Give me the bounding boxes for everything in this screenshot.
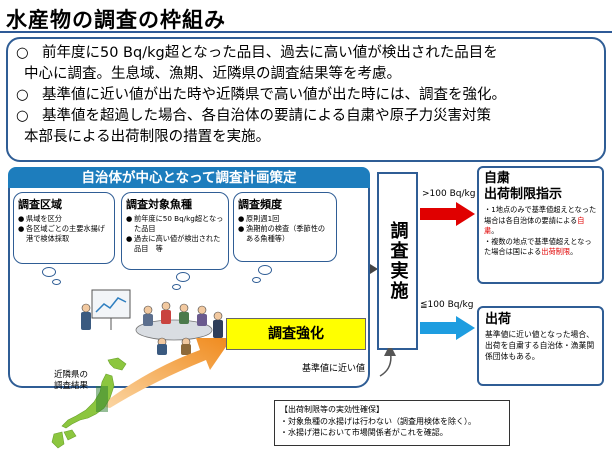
- summary-bullet-2-text: 基準値に近い値が出た時や近隣県で高い値が出た時には、調査を強化。: [42, 87, 506, 103]
- page-title: 水産物の調査の枠組み: [6, 8, 226, 32]
- target-species-title: 調査対象魚種: [126, 198, 192, 211]
- survey-area-title: 調査区域: [18, 198, 62, 211]
- over-limit-label: >100 Bq/kg: [422, 189, 476, 199]
- survey-frequency-title: 調査頻度: [238, 198, 282, 211]
- shipment-text: 基準値に近い値となった場合、出荷を自粛する自治体・漁業関係団体もある。: [485, 330, 595, 361]
- thought-bubble: [258, 265, 272, 275]
- summary-bullet-3: ○ 基準値を超過した場合、各自治体の要請による自粛や原子力災害対策: [16, 106, 598, 127]
- list-item: ●原則週1回: [238, 214, 280, 223]
- plan-banner: 自治体が中心となって調査計画策定: [8, 167, 370, 189]
- list-item: ●県域を区分: [18, 214, 62, 223]
- summary-bullet-3-text: 基準値を超過した場合、各自治体の要請による自粛や原子力災害対策: [42, 108, 492, 124]
- restriction-text-1: ・1地点のみで基準値超えとなった場合は各自治体の要請による自粛。: [484, 205, 597, 235]
- under-limit-label: ≦100 Bq/kg: [420, 300, 474, 310]
- red-arrow-icon: [420, 202, 475, 226]
- list-item: ●各区域ごとの主要水揚げ港で検体採取: [18, 224, 105, 243]
- survey-area-box: 調査区域 ●県域を区分 ●各区域ごとの主要水揚げ港で検体採取: [13, 192, 115, 264]
- summary-bullet-1-text: 前年度に50 Bq/kg超となった品目、過去に高い値が検出された品目を: [42, 45, 498, 61]
- survey-execution-box: 調査実施: [377, 172, 418, 350]
- circle-bullet-icon: ○: [16, 108, 29, 124]
- thought-bubble: [176, 272, 190, 282]
- survey-frequency-box: 調査頻度 ●原則週1回 ●漁期前の検査（季節性のある魚種等）: [233, 192, 337, 262]
- list-item: ●前年度に50 Bq/kg超となった品目: [126, 214, 224, 233]
- title-underline: [0, 31, 612, 33]
- meeting-illustration: [81, 289, 223, 355]
- thought-bubble: [172, 284, 181, 290]
- list-item: ●過去に高い値が検出された品目 等: [126, 234, 221, 253]
- summary-bullet-3-cont: 本部長による出荷制限の措置を実施。: [24, 129, 271, 145]
- list-item: ●漁期前の検査（季節性のある魚種等）: [238, 224, 326, 243]
- summary-bullet-1: ○ 前年度に50 Bq/kg超となった品目、過去に高い値が検出された品目を: [16, 43, 598, 64]
- effectiveness-title: 【出荷制限等の実効性確保】: [280, 405, 384, 414]
- target-species-box: 調査対象魚種 ●前年度に50 Bq/kg超となった品目 ●過去に高い値が検出され…: [121, 192, 229, 270]
- restriction-title-1: 自粛: [484, 171, 511, 186]
- right-arrow-icon: [370, 264, 378, 274]
- effectiveness-line-1: ・対象魚種の水揚げは行わない（調査用検体を除く）。: [280, 416, 476, 426]
- shipment-title: 出荷: [485, 312, 512, 327]
- shipment-restriction-box: 自粛 出荷制限指示 ・1地点のみで基準値超えとなった場合は各自治体の要請による自…: [477, 166, 604, 284]
- circle-bullet-icon: ○: [16, 45, 29, 61]
- summary-bullet-1-cont: 中心に調査。生息域、漁期、近隣県の調査結果等を考慮。: [24, 66, 401, 82]
- feedback-arrow-icon: [379, 348, 396, 377]
- strengthen-survey-box: 調査強化: [226, 318, 366, 350]
- effectiveness-box: 【出荷制限等の実効性確保】 ・対象魚種の水揚げは行わない（調査用検体を除く）。 …: [274, 400, 510, 446]
- summary-box: ○ 前年度に50 Bq/kg超となった品目、過去に高い値が検出された品目を 中心に…: [6, 37, 606, 162]
- thought-bubble: [252, 277, 261, 283]
- orange-arrow-icon: [100, 338, 232, 408]
- restriction-title-2: 出荷制限指示: [484, 187, 563, 202]
- summary-bullet-2: ○ 基準値に近い値が出た時や近隣県で高い値が出た時には、調査を強化。: [16, 85, 598, 106]
- shipment-box: 出荷 基準値に近い値となった場合、出荷を自粛する自治体・漁業関係団体もある。: [477, 306, 604, 386]
- thought-bubble: [42, 267, 56, 277]
- restriction-text-2: ・複数の地点で基準値超えとなった場合は国による出荷制限。: [484, 236, 592, 257]
- effectiveness-line-2: ・水揚げ港において市場関係者がこれを確認。: [280, 428, 448, 437]
- japan-map-icon: [51, 357, 127, 449]
- thought-bubble: [52, 279, 61, 285]
- circle-bullet-icon: ○: [16, 87, 29, 103]
- near-standard-label: 基準値に近い値: [302, 364, 366, 374]
- near-prefecture-label: 近隣県の 調査結果: [54, 370, 89, 391]
- blue-arrow-icon: [420, 316, 475, 340]
